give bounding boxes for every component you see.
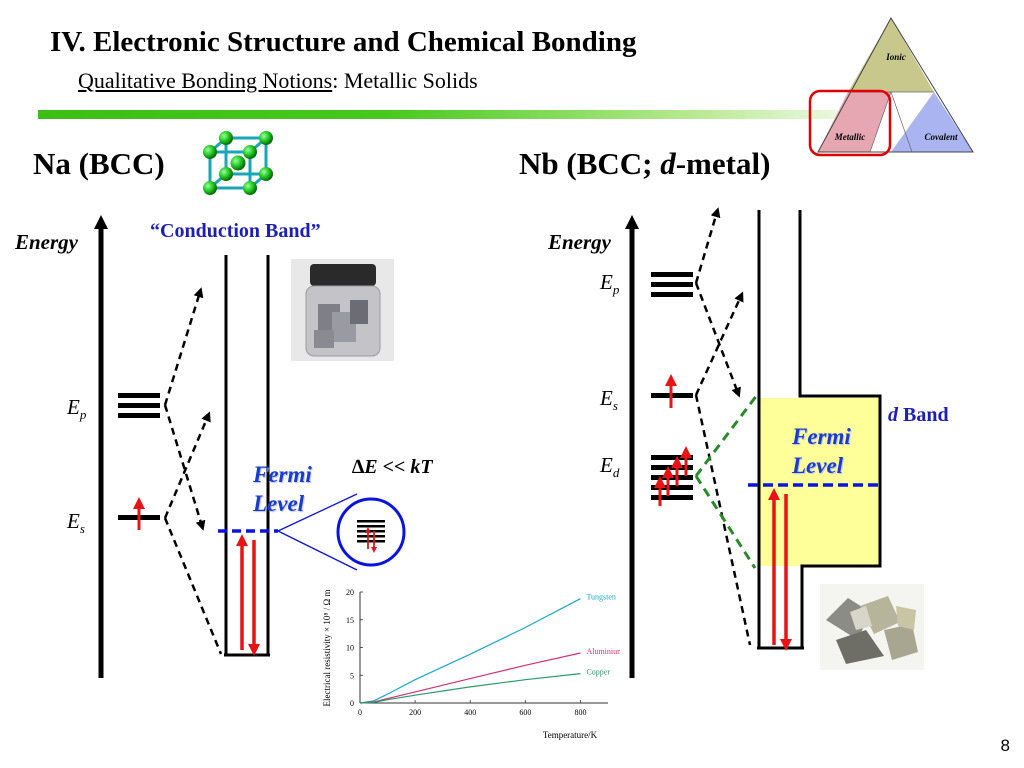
triangle-covalent-region (891, 92, 973, 152)
nb-heading: Nb (BCC; d-metal) (519, 146, 770, 182)
nb-heading-pre: Nb (BCC; (519, 146, 661, 181)
conduction-band-label: “Conduction Band” (150, 220, 321, 242)
chart-x-tick-label: 400 (464, 708, 476, 717)
triangle-label-metallic: Metallic (834, 132, 866, 142)
sodium-jar-photo (291, 259, 394, 361)
nb-ed-electron-arrows (654, 446, 692, 506)
nb-dashed-connectors (694, 207, 752, 646)
chart-series-label-copper: Copper (586, 668, 610, 677)
metallic-highlight-box (808, 89, 892, 157)
nb-ed-label: Ed (600, 453, 620, 481)
chart-axes: 0 200 400 600 800 0 5 10 15 20 (346, 588, 608, 717)
nb-d-band-connectors (694, 394, 759, 569)
d-band-label: d Band (888, 404, 949, 426)
title-divider (38, 110, 898, 119)
triangle-label-ionic: Ionic (885, 52, 906, 62)
chart-x-axis-label: Temperature/K (543, 730, 598, 740)
triangle-label-covalent: Covalent (925, 132, 958, 142)
niobium-photo (820, 584, 924, 670)
na-es-label: Es (67, 509, 85, 537)
chart-series-line-aluminium (359, 652, 581, 704)
nb-ep-label: Ep (600, 270, 620, 298)
triangle-ionic-region (848, 18, 934, 92)
bonding-triangle: Ionic Metallic Covalent (808, 17, 974, 157)
nb-heading-post: -metal) (675, 146, 771, 181)
nb-energy-label: Energy (548, 230, 611, 254)
page-number: 8 (1000, 736, 1010, 755)
bcc-cube-icon (203, 131, 273, 195)
slide-title: IV. Electronic Structure and Chemical Bo… (50, 26, 637, 58)
resistivity-chart: 0 200 400 600 800 0 5 10 15 20 TungstenAluminiumC… (322, 588, 620, 740)
chart-series-line-tungsten (359, 598, 581, 704)
chart-y-axis-label: Electrical resistivity × 10⁸ / Ω m (322, 590, 332, 707)
subtitle-rest: : Metallic Solids (332, 68, 478, 93)
chart-y-tick-label: 5 (350, 671, 354, 680)
chart-x-tick-label: 600 (519, 708, 531, 717)
na-zoom-circle (336, 497, 406, 567)
slide-subtitle: Qualitative Bonding Notions: Metallic So… (78, 68, 478, 94)
chart-y-tick-label: 15 (346, 616, 354, 625)
na-heading: Na (BCC) (33, 146, 165, 181)
nb-ep-levels (651, 272, 693, 297)
chart-x-tick-label: 0 (358, 708, 362, 717)
na-ep-levels (118, 393, 160, 418)
nb-es-label: Es (600, 386, 618, 414)
nb-heading-d: d (660, 146, 676, 181)
delta-e-label: ∆E << kT (352, 456, 433, 478)
chart-x-tick-label: 200 (409, 708, 421, 717)
nb-d-band (760, 398, 880, 566)
chart-x-tick-label: 800 (574, 708, 586, 717)
na-dashed-connectors (163, 287, 223, 655)
chart-series-line-copper (359, 673, 581, 704)
na-conduction-band (224, 255, 270, 657)
na-energy-label: Energy (15, 230, 78, 254)
chart-y-tick-label: 20 (346, 588, 354, 597)
chart-series-label-tungsten: Tungsten (586, 593, 616, 602)
na-ep-label: Ep (67, 395, 87, 423)
chart-y-tick-label: 0 (350, 699, 354, 708)
chart-y-tick-label: 10 (346, 644, 354, 653)
subtitle-underlined: Qualitative Bonding Notions (78, 68, 333, 93)
chart-series-label-aluminium: Aluminium (586, 647, 620, 656)
